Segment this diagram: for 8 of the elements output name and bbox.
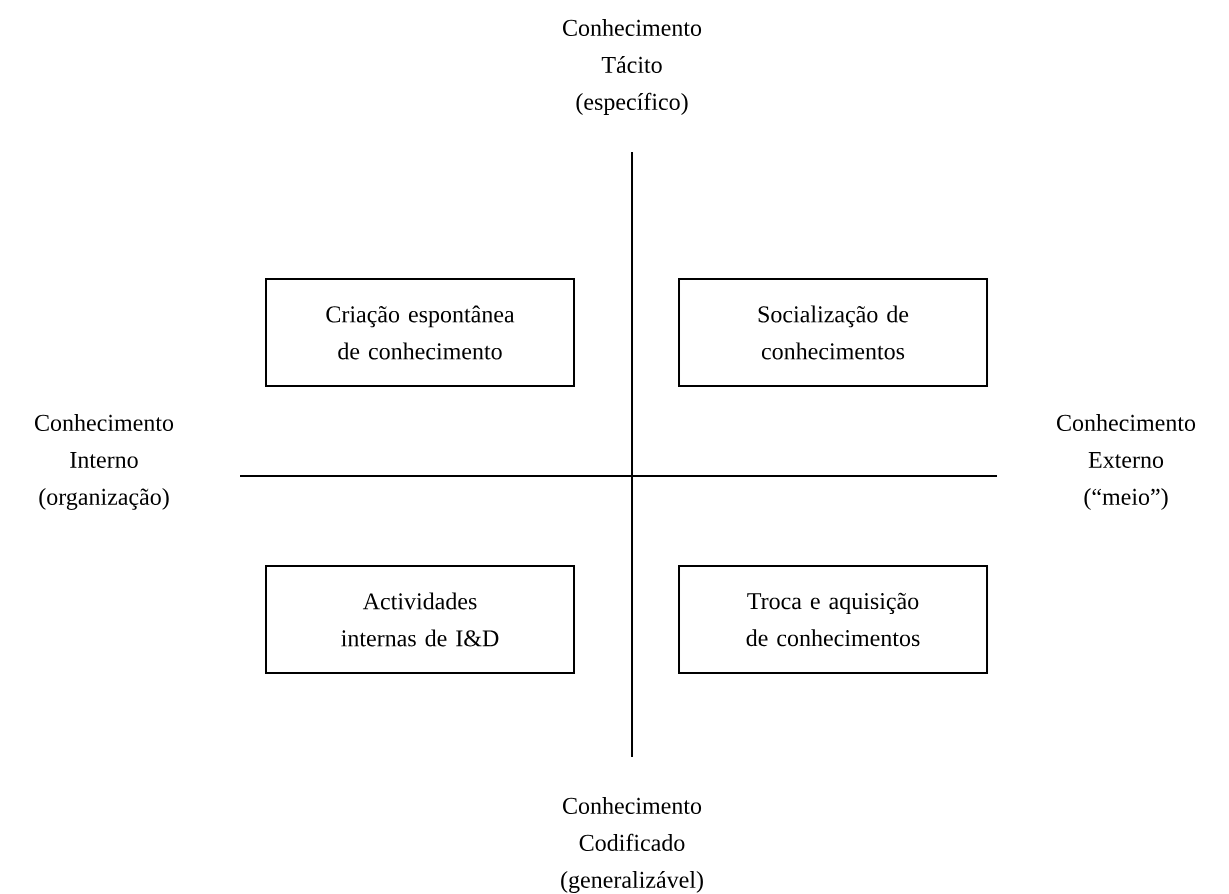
text-box: Troca e aquisição de conhecimentos	[678, 565, 988, 674]
axis-label: Conhecimento Externo (“meio”)	[1057, 414, 1196, 510]
axis-label: Conhecimento Codificado (generalizável)	[561, 797, 703, 893]
text-box: Socialização de conhecimentos	[678, 278, 988, 387]
axis-label: Conhecimento Interno (organização)	[35, 414, 174, 510]
text-box: Actividades internas de I&D	[265, 565, 575, 674]
text-box: Criação espontânea de conhecimento	[265, 278, 575, 387]
axis-label: Conhecimento Tácito (específico)	[563, 19, 702, 115]
